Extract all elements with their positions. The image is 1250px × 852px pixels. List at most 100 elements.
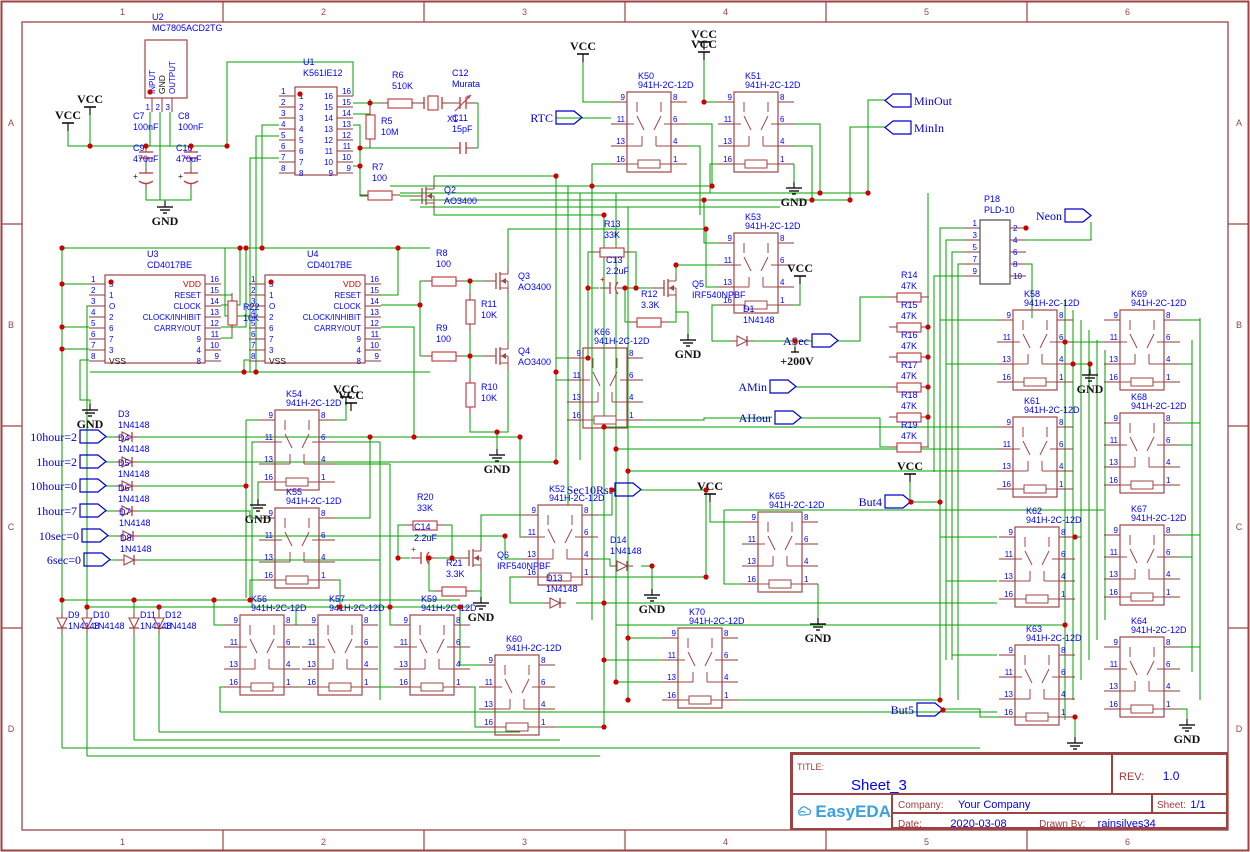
net-flag-10hour=0[interactable]: 10hour=0 <box>30 478 107 493</box>
wire[interactable] <box>249 157 279 372</box>
wire[interactable] <box>67 131 210 147</box>
wire[interactable] <box>643 417 769 421</box>
wire[interactable] <box>249 579 259 600</box>
wire[interactable] <box>794 123 821 193</box>
wire[interactable] <box>469 415 498 450</box>
wire[interactable] <box>335 405 347 421</box>
wire[interactable] <box>221 333 233 339</box>
ic-U1[interactable]: U1K561IE12112233445566778816161515141413… <box>279 57 353 178</box>
date-value[interactable]: 2020-03-08 <box>950 818 1007 830</box>
vcc-symbol[interactable]: VCC <box>787 261 813 284</box>
ic-U3[interactable]: U3CD4017BE15213O425667738VSS16VDD15RESET… <box>89 249 221 366</box>
wire[interactable] <box>509 576 544 604</box>
net-flag-But4[interactable]: But4 <box>859 494 912 509</box>
net-flag-MinOut[interactable]: MinOut <box>884 93 953 108</box>
net-flag-Sec10Rst[interactable]: Sec10Rst <box>567 482 642 497</box>
wire[interactable] <box>709 163 718 193</box>
wire[interactable] <box>138 436 522 538</box>
vcc-symbol[interactable]: VCC <box>55 108 81 131</box>
wire[interactable] <box>335 437 371 519</box>
wire[interactable] <box>687 123 713 186</box>
wires[interactable] <box>61 60 1201 757</box>
net-flag-10hour=2[interactable]: 10hour=2 <box>30 429 107 444</box>
vcc-symbol[interactable]: VCC <box>691 27 717 50</box>
wire[interactable] <box>951 251 964 660</box>
wire[interactable] <box>723 510 742 585</box>
ic-U4[interactable]: U4CD4017BE15213O425667738VSS16VDD15RESET… <box>249 249 381 366</box>
wire[interactable] <box>1026 263 1033 318</box>
wire[interactable] <box>474 580 482 592</box>
wire[interactable] <box>867 99 885 193</box>
net-flag-AHour[interactable]: AHour <box>739 410 802 425</box>
gnd-symbol[interactable]: GND <box>781 182 808 209</box>
vcc-symbol[interactable]: VCC <box>77 92 103 115</box>
wire[interactable] <box>711 304 731 342</box>
gnd-symbol[interactable]: GND <box>77 404 104 431</box>
wire[interactable] <box>433 175 556 182</box>
wire[interactable] <box>436 524 453 559</box>
wire[interactable] <box>624 288 629 323</box>
hv-200v-symbol[interactable]: +200V <box>780 347 814 368</box>
wire[interactable] <box>138 535 522 560</box>
wire[interactable] <box>641 565 653 590</box>
gnd-symbol[interactable]: GND <box>675 334 702 361</box>
wire[interactable] <box>397 524 410 559</box>
wire[interactable] <box>257 481 259 500</box>
wire[interactable] <box>598 490 613 516</box>
wire[interactable] <box>849 126 885 200</box>
vcc-symbol[interactable]: VCC <box>897 459 923 482</box>
wire[interactable] <box>359 148 368 197</box>
net-flag-But5[interactable]: But5 <box>891 702 944 717</box>
wire[interactable] <box>221 248 241 306</box>
gnd-symbol[interactable]: GND <box>639 589 666 616</box>
sheet-title[interactable]: Sheet_3 <box>851 777 907 794</box>
wire[interactable] <box>675 302 689 336</box>
gnd-symbol[interactable]: GND <box>805 618 832 645</box>
net-flag-Neon[interactable]: Neon <box>1036 208 1092 223</box>
net-flag-1hour=7[interactable]: 1hour=7 <box>36 503 107 518</box>
gnd-symbol[interactable]: GND <box>484 449 511 476</box>
wire[interactable] <box>1180 708 1188 721</box>
gnd-symbol[interactable]: GND <box>152 201 179 228</box>
wire[interactable] <box>210 61 354 147</box>
wire[interactable] <box>703 60 718 103</box>
wire[interactable] <box>794 145 813 200</box>
wire[interactable] <box>251 441 259 606</box>
vcc-symbol[interactable]: VCC <box>570 39 596 62</box>
wire[interactable] <box>138 510 259 519</box>
wire[interactable] <box>79 359 91 404</box>
wire[interactable] <box>957 263 964 700</box>
wire[interactable] <box>1026 222 1092 241</box>
